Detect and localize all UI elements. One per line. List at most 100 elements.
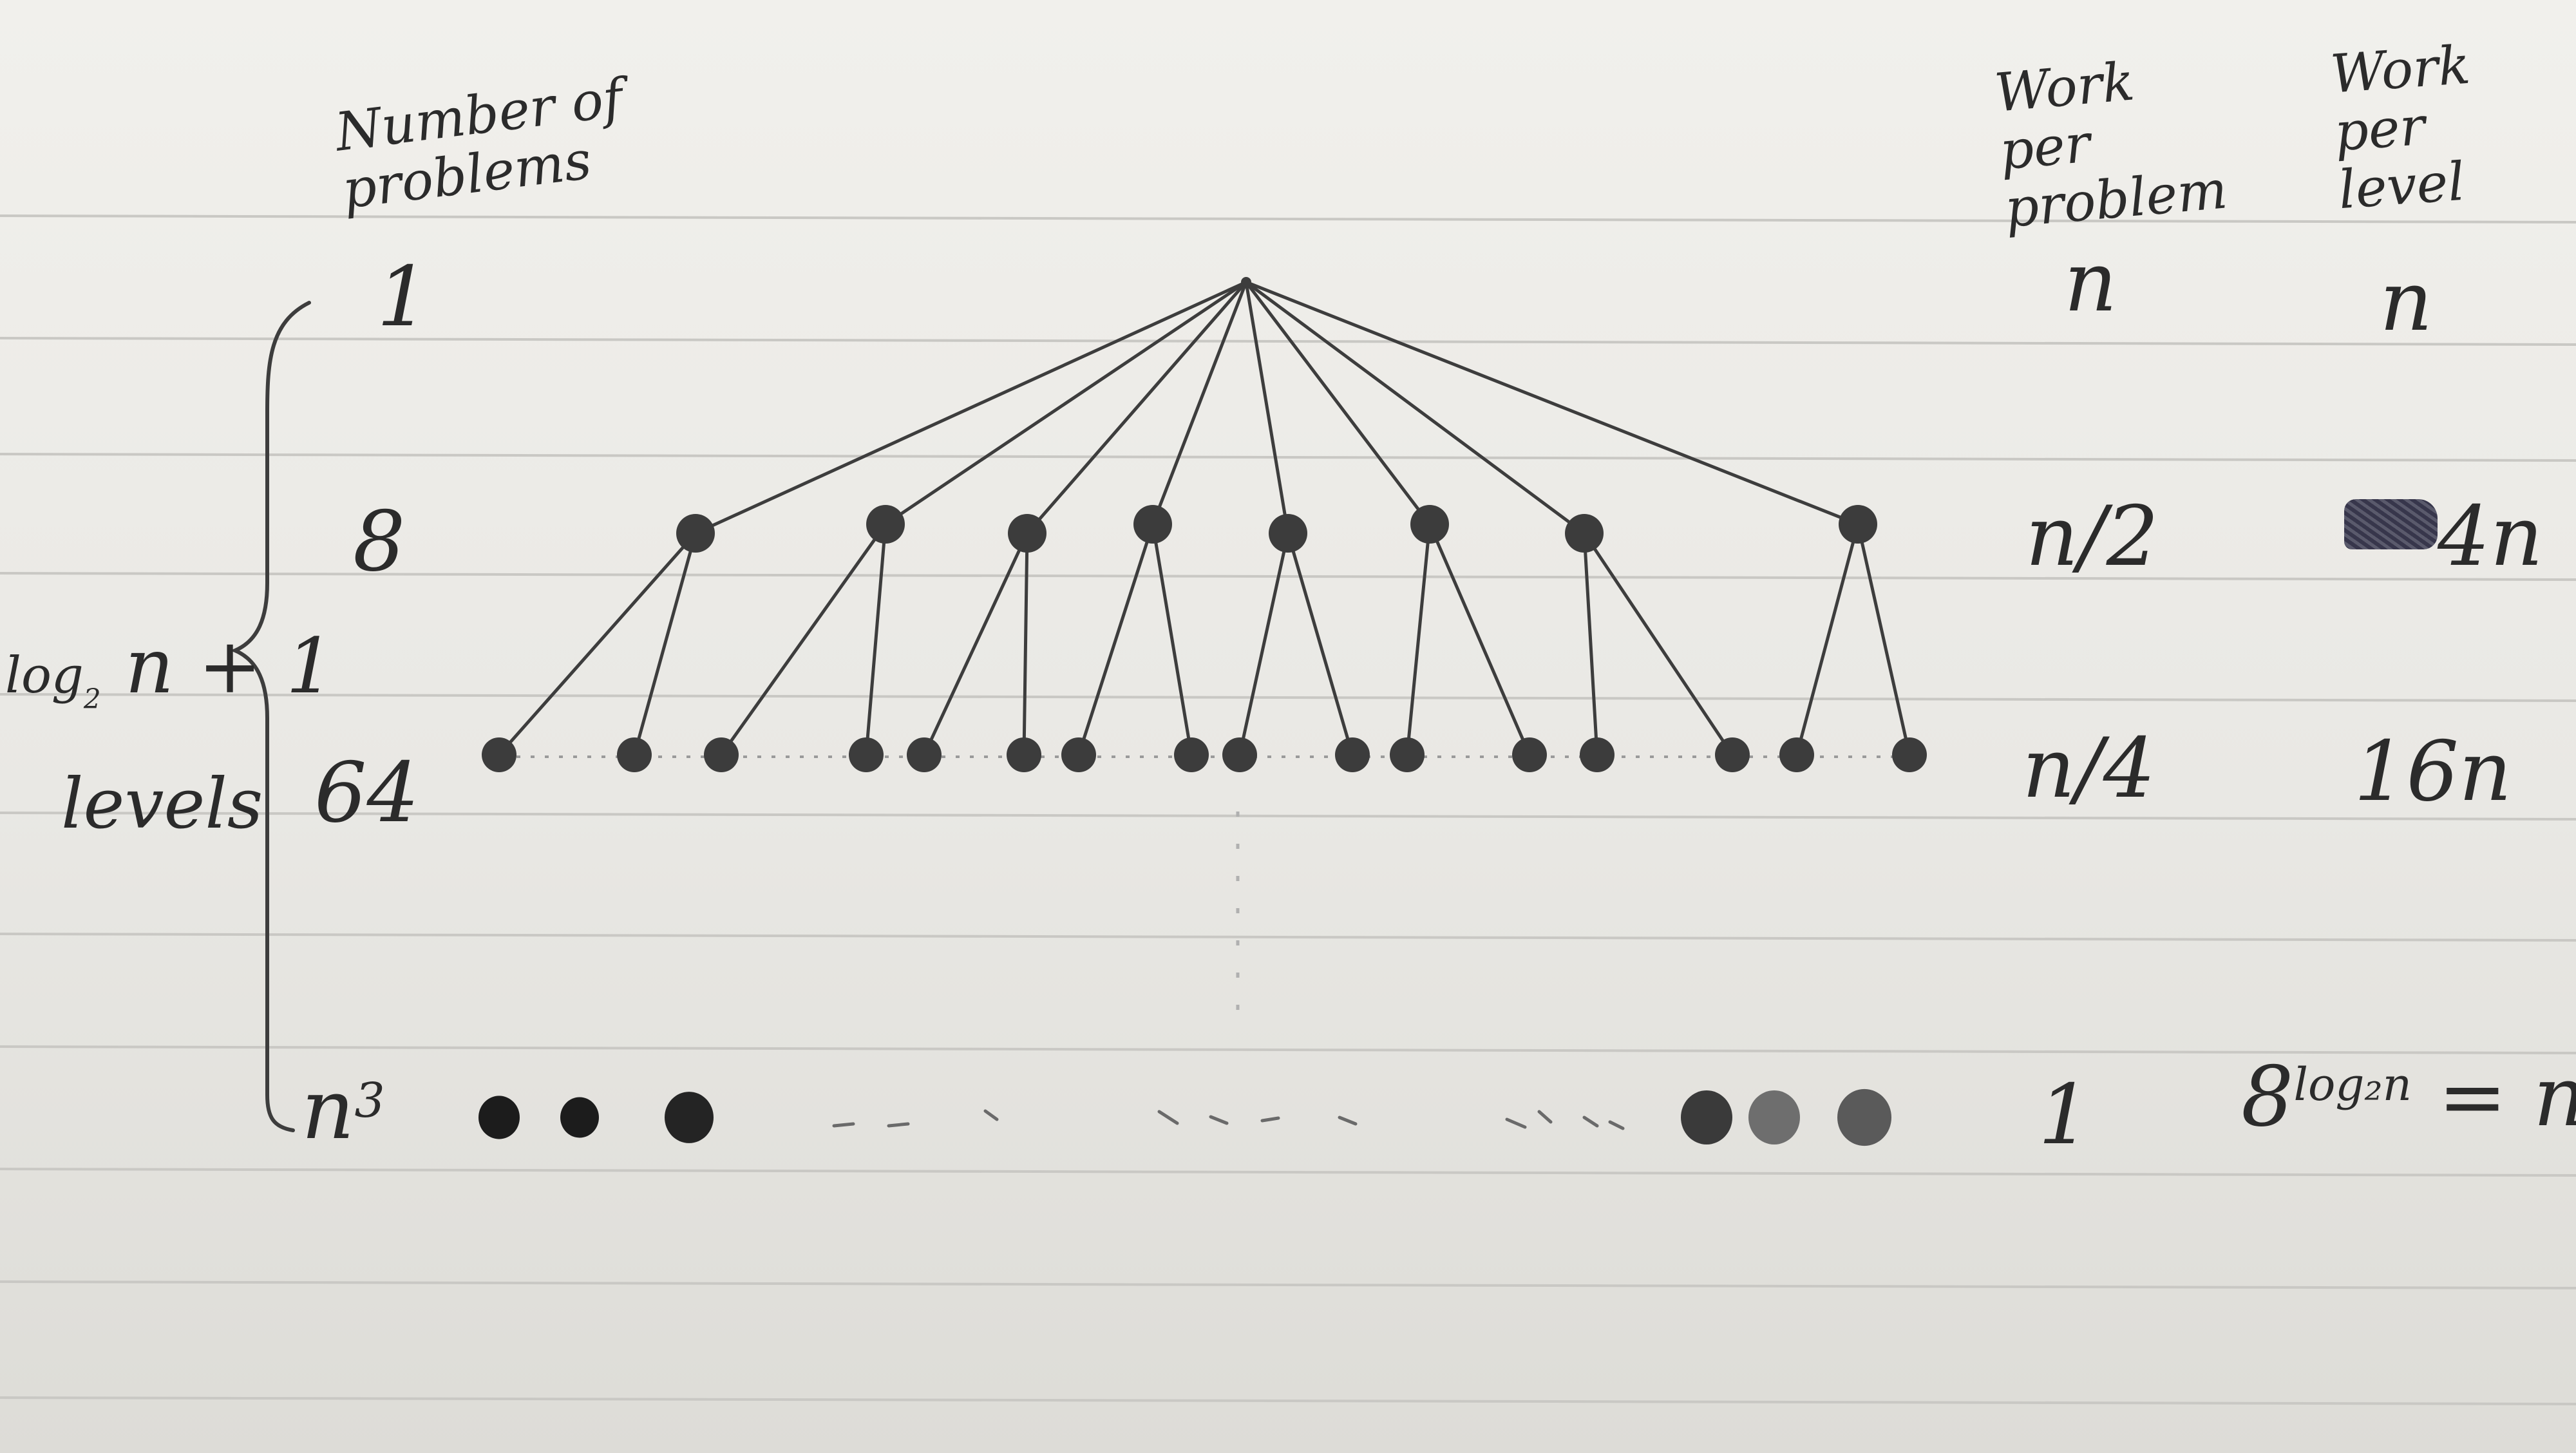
tree-edge [1244,280,1586,535]
level1-node [1133,505,1172,544]
level2-node [1512,737,1547,772]
ellipsis-mark [1260,1116,1280,1123]
tree-edge [1022,531,1029,757]
tree-edge [1286,531,1354,757]
level2-node [1007,737,1041,772]
level1-node [1269,514,1307,553]
tree-edge [497,531,697,757]
ruled-line [0,1396,2576,1405]
level2-node [617,737,652,772]
leaf-node [478,1096,520,1139]
ruled-line [0,214,2576,223]
count-exponent: 3 [354,1072,385,1128]
level2-node [1892,737,1927,772]
tree-edge [1244,280,1860,526]
ruled-line [0,693,2576,702]
tree-edge [922,531,1029,757]
ruled-line [0,812,2576,821]
ruled-line [0,1168,2576,1177]
ellipsis-mark [983,1109,999,1121]
tree-edge [632,531,697,757]
tree-edge [864,522,887,757]
ellipsis-mark [1608,1120,1625,1130]
header-work-per-level: Work per level [2328,34,2472,222]
level2-node [704,737,739,772]
tree-edge [1582,531,1599,757]
ruled-line [0,1045,2576,1054]
levels-count: n + 1 [125,622,335,710]
ruled-line [0,933,2576,942]
ruled-line [0,572,2576,581]
tree-edge [1582,531,1734,757]
root-node [1241,277,1251,287]
log-text: log [5,647,84,705]
tree-edge [1151,522,1193,757]
tree-edge [719,522,887,757]
tree-edge [1077,522,1155,757]
level1-node [1410,505,1449,544]
work-per-problem-row-1: n [2064,234,2117,330]
ellipsis-mark [1505,1117,1527,1129]
level1-node [1839,505,1877,544]
log-base: 2 [83,683,101,715]
work-per-level-row-1: n [2380,254,2433,350]
problems-row-1: 1 [377,249,430,345]
leaf-node [1748,1090,1800,1144]
ruled-line [0,337,2576,346]
count-base: n [301,1062,355,1158]
ellipsis-mark [887,1122,910,1128]
ellipsis-mark [1582,1116,1599,1128]
header-work-per-problem: Work per problem [1992,51,2230,240]
level2-node [1779,737,1814,772]
tree-edge [884,280,1248,526]
tree-edge [1025,280,1248,535]
tree-edge [1795,522,1860,757]
problems-row-last: n3 [301,1069,385,1152]
leaf-node [665,1092,714,1143]
work-per-level-row-2: 4n [2438,489,2543,585]
tree-edge [1238,531,1290,757]
problems-row-2: 8 [353,494,406,590]
level1-node [1008,514,1046,553]
problems-row-3: 64 [314,745,419,841]
level2-node [1580,737,1615,772]
tree-edge [1405,522,1432,757]
leaf-node [560,1097,599,1138]
level2-node [1061,737,1096,772]
ellipsis-mark [1338,1116,1358,1126]
level-base: 8 [2241,1049,2294,1145]
level2-node [1390,737,1425,772]
scribbled-out-mark [2344,499,2438,549]
level1-node [866,505,905,544]
level1-node [1565,514,1604,553]
level2-node [907,737,942,772]
ellipsis-mark [832,1122,855,1128]
level2-node [1335,737,1370,772]
levels-brace [230,301,311,1132]
level2-node [1174,737,1209,772]
work-per-level-row-last: 8log₂n = n3 [2241,1056,2576,1139]
work-per-problem-row-3: n/4 [2022,721,2155,817]
ruled-line [0,453,2576,462]
tree-edge [1244,280,1290,535]
leaf-node [1837,1088,1891,1146]
tree-edge [1428,522,1531,757]
level-exponent: log₂n [2293,1058,2412,1112]
ellipsis-mark [1157,1110,1179,1125]
work-per-problem-row-2: n/2 [2025,489,2159,585]
ruled-line [0,1280,2576,1289]
level2-node [1715,737,1750,772]
tree-edge [1856,522,1911,757]
tree-edge [1244,280,1432,526]
ellipsis-mark [1537,1110,1553,1124]
work-per-level-row-3: 16n [2354,724,2512,820]
level1-node [676,514,715,553]
level2-node [849,737,884,772]
work-per-problem-row-last: 1 [2038,1067,2091,1163]
levels-word: levels [61,764,263,844]
tree-edge [694,280,1248,535]
level2-node [1222,737,1257,772]
tree-edge [1151,280,1248,526]
